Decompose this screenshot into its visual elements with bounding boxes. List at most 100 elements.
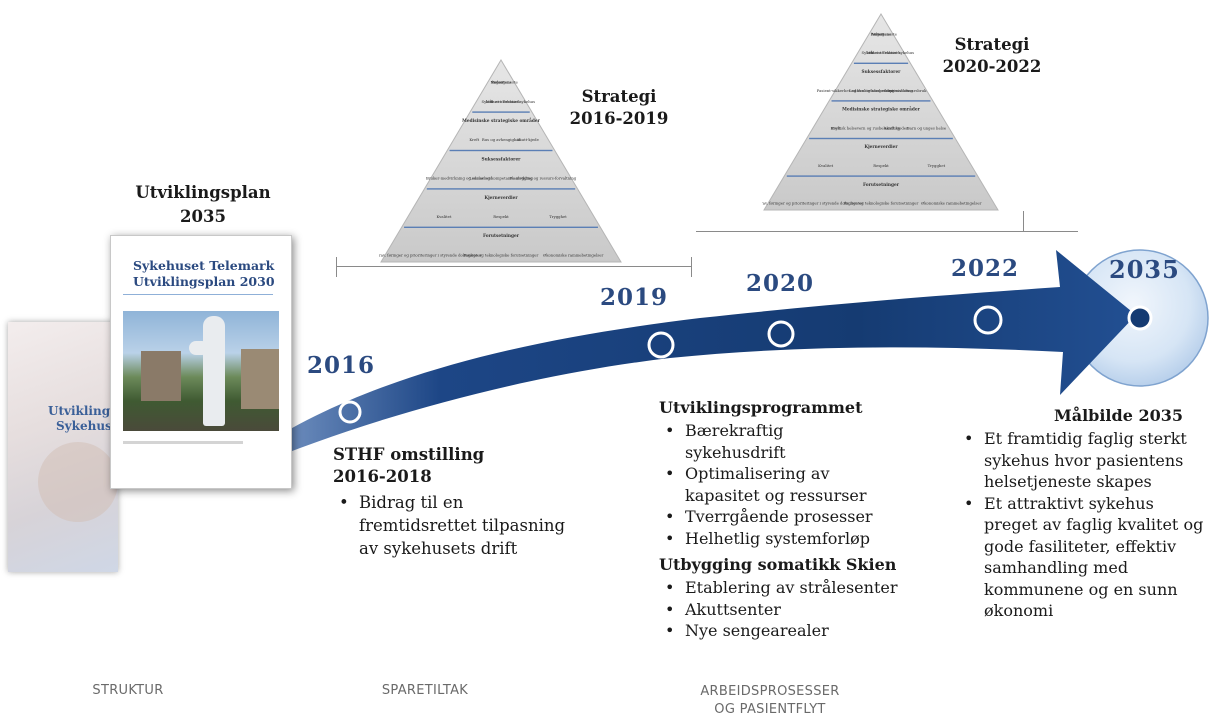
pyramid-cell-text: Suksessfaktorer [862, 70, 902, 75]
year-2035: 2035 [1109, 255, 1180, 284]
pyramid-cell-text: Pasientens [491, 80, 512, 85]
target-title: Målbilde 2035 [1054, 406, 1183, 425]
footer-arbeid-line1: ARBEIDSPROSESSER [700, 684, 840, 699]
pyramid-cell-text: Mål [486, 99, 494, 104]
pyramid-cell-text: Visjon [871, 31, 884, 36]
pyramid-cell-text: Pasientens [871, 31, 892, 36]
target-block: Målbilde 2035 Et framtidig faglig sterkt… [958, 406, 1208, 622]
building-title: Utbygging somatikk Skien [659, 555, 897, 574]
booklet-front: Sykehuset Telemark Utviklingsplan 2030 [110, 235, 292, 489]
pyramid-cell-text: Medisinske strategiske områder [462, 118, 541, 124]
pyramid-cell-text: er et attraktivt sykehus [869, 50, 914, 55]
pyramid-cell-text: Planlegging og ressurs-forvaltning [510, 176, 577, 181]
program-bullet: Tverrgående prosesser [659, 506, 909, 528]
pyramid-cell-text: Sykehuset Telemark [861, 50, 901, 55]
pyramid-cell-text: Kreft [831, 125, 841, 130]
pyramid-cell-text: Pasient-sikkerhet og kvalitetsforbedring [817, 88, 895, 93]
sthf-title-line2: 2016-2018 [333, 467, 432, 486]
footer-arbeidsprosesser: ARBEIDSPROSESSER OG PASIENTFLYT [670, 683, 870, 719]
building-bullet: Etablering av strålesenter [659, 577, 909, 599]
pyramid-cell-text: Respekt [493, 214, 509, 219]
strategy-2016-line1: Strategi [581, 87, 657, 106]
plan-title-line2: 2035 [180, 207, 226, 226]
milestone-2035 [1127, 305, 1153, 331]
pyramid-cell-text: Ledelse og kompetanse-utvikling [469, 176, 533, 181]
program-bullet: Optimalisering av kapasitet og ressurser [659, 463, 909, 506]
pyramid-cell-text: Økonomiske rammebetingelser [921, 201, 981, 206]
target-bullets: Et framtidig faglig sterkt sykehus hvor … [958, 428, 1208, 622]
pyramid-cell-text: Suksessfaktorer [482, 157, 522, 162]
pyramid-cell-text: Krav, føringer og prioriteringer i styre… [379, 252, 482, 257]
pyramid-cell-text: helsetjeneste [492, 80, 518, 85]
pyramid-cell-text: Rus og avhengighet [482, 137, 521, 142]
pyramid-cell-text: Optimal ressursbruk [887, 88, 927, 93]
booklet-back-line2: Sykehuset [56, 419, 118, 433]
milestone-2016 [338, 400, 362, 424]
pyramid-cell-text: Forutsetninger [483, 234, 520, 239]
strategy-2016-line2: 2016-2019 [569, 109, 669, 128]
milestone-2020 [767, 320, 795, 348]
program-block: Utviklingsprogrammet Bærekraftig sykehus… [659, 398, 909, 642]
bracket-2016-2019 [336, 257, 692, 277]
sthf-title-line1: STHF omstilling [333, 445, 485, 464]
program-bullet: Helhetlig systemforløp [659, 528, 909, 550]
building-bullets: Etablering av strålesenter Akuttsenter N… [659, 577, 909, 642]
pyramid-cell-text: Mål [867, 50, 875, 55]
pyramid-cell-text: Kvalitet [436, 214, 451, 219]
booklet-title-line2: Utviklingsplan 2030 [133, 274, 275, 289]
pyramid-cell-text: Kjerneverdier [484, 196, 518, 201]
sthf-block: STHF omstilling 2016-2018 Bidrag til en … [333, 444, 593, 560]
footer-struktur: STRUKTUR [92, 683, 164, 698]
pyramid-cell-text: helsetjeneste [871, 31, 897, 36]
strategy-2020-line2: 2020-2022 [942, 57, 1042, 76]
pyramid-cell-text: Psykisk helsevern og rusbehandling [831, 125, 901, 130]
strategy-2020-title: Strategi 2020-2022 [927, 34, 1057, 78]
pyramid-cell-text: Økonomiske rammebetingelser [543, 252, 603, 257]
building-bullet: Akuttsenter [659, 599, 909, 621]
strategy-2020-line1: Strategi [954, 35, 1030, 54]
pyramid-cell-text: Trygghet [549, 214, 567, 219]
booklet-title-line1: Sykehuset Telemark [133, 258, 275, 273]
pyramid-cell-text: Kjerneverdier [864, 145, 898, 150]
pyramid-cell-text: Respekt [873, 163, 889, 168]
pyramid-cell-text: Akutt-kjede [516, 137, 540, 142]
target-bullet: Et framtidig faglig sterkt sykehus hvor … [958, 428, 1208, 493]
milestone-2019 [647, 331, 675, 359]
pyramid-cell-text: Bruker-medvirkning og samarbeid [426, 176, 493, 181]
pyramid-strategy-2016: VisjonPasientenshelsetjenesteMålSykehuse… [379, 59, 622, 263]
pyramid-cell-text: er et attraktivt sykehus [490, 99, 535, 104]
sthf-bullet: Bidrag til en fremtidsrettet tilpasning … [333, 491, 593, 560]
booklet-back-image: Utviklingsplan Sykehuset [8, 322, 118, 572]
pyramid-cell-text: Visjon [490, 80, 503, 85]
program-bullets: Bærekraftig sykehusdrift Optimalisering … [659, 420, 909, 549]
pyramid-cell-text: Sykehuset Telemark [481, 99, 521, 104]
timeline-arrow [208, 250, 1136, 486]
pyramid-cell-text: Kreft [469, 137, 479, 142]
building-bullet: Nye sengearealer [659, 620, 909, 642]
program-bullet: Bærekraftig sykehusdrift [659, 420, 909, 463]
year-2016: 2016 [307, 352, 376, 379]
target-bullet: Et attraktivt sykehus preget av faglig k… [958, 493, 1208, 622]
plan-title: Utviklingsplan 2035 [128, 181, 278, 229]
sthf-bullets: Bidrag til en fremtidsrettet tilpasning … [333, 491, 593, 560]
pyramid-cell-text: Kvalitet [818, 163, 833, 168]
pyramid-cell-text: Barn og unges helse [907, 125, 947, 130]
year-2020: 2020 [746, 270, 815, 297]
pyramid-cell-text: Trygghet [928, 163, 946, 168]
year-2019: 2019 [600, 284, 669, 311]
pyramid-cell-text: Faglige og teknologiske forutsetninger [464, 252, 539, 257]
footer-arbeid-line2: OG PASIENTFLYT [714, 702, 826, 717]
pyramid-strategy-2020: VisjonPasientenshelsetjenesteMålSykehuse… [762, 13, 999, 211]
booklet-photo [123, 311, 279, 431]
strategy-2016-title: Strategi 2016-2019 [566, 86, 672, 130]
pyramid-cell-text: Medisinske strategiske områder [842, 107, 921, 113]
plan-title-line1: Utviklingsplan [135, 183, 271, 202]
pyramid-cell-text: Krav, føringer og prioriteringer i styre… [762, 201, 864, 206]
pyramid-cell-text: Ledelse og kompetanse-utvikling [849, 88, 913, 93]
pyramid-cell-text: Forutsetninger [863, 183, 900, 188]
year-2022: 2022 [951, 255, 1020, 282]
milestone-2022 [973, 305, 1003, 335]
pyramid-cell-text: Faglige og teknologiske forutsetninger [844, 201, 919, 206]
program-title: Utviklingsprogrammet [659, 398, 863, 417]
